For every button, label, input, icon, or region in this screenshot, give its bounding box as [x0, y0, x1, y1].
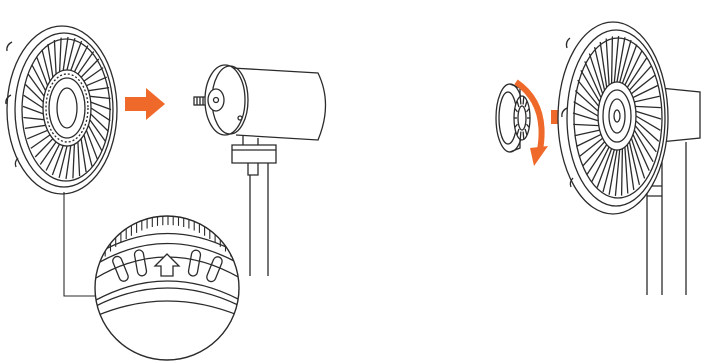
nut-tick	[523, 132, 524, 140]
leader-line	[64, 192, 98, 296]
push-arrow-icon	[125, 88, 165, 120]
nut-tick	[523, 97, 524, 105]
nut-tick	[520, 97, 521, 105]
grille-spoke	[612, 36, 613, 83]
front-grille-icon	[6, 26, 117, 194]
nut-tick	[520, 132, 521, 140]
grille-spoke	[622, 149, 623, 196]
assembled-fan-icon	[558, 22, 700, 295]
blade-nut-icon	[496, 84, 530, 152]
lock-ring-detail-icon	[95, 215, 245, 363]
